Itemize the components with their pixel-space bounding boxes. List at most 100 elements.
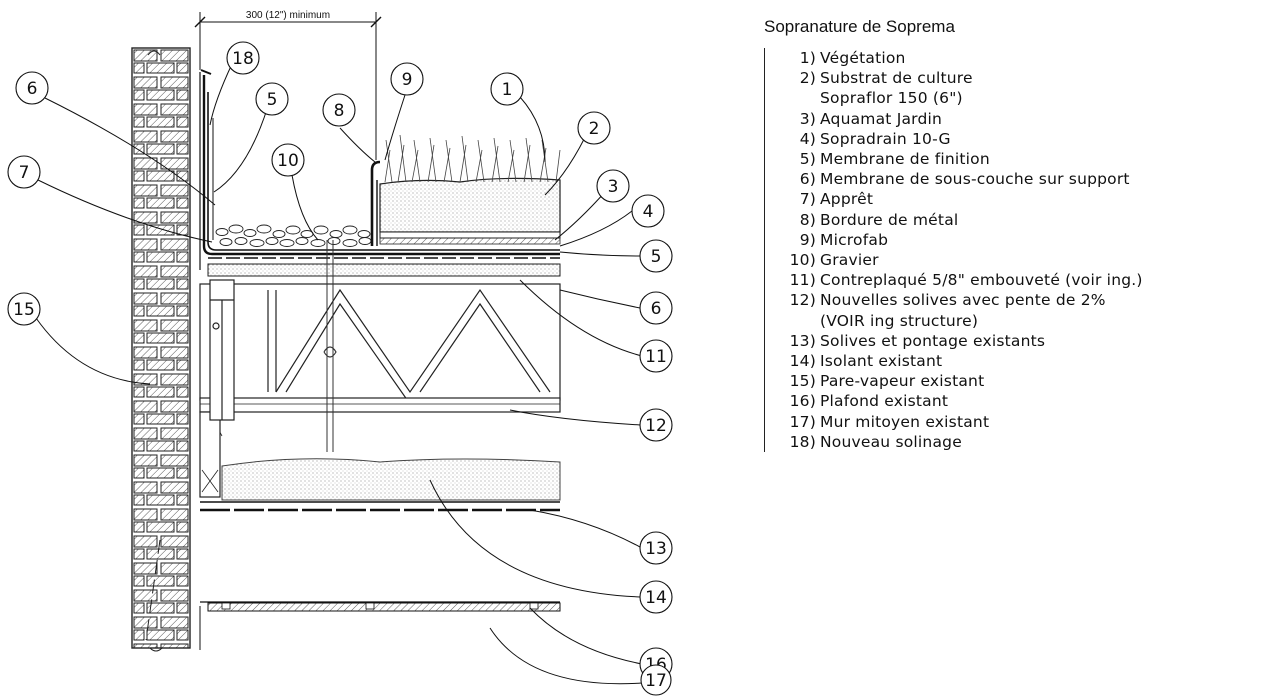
legend-item-text: Nouvelles solives avec pente de 2%(VOIR … [820,291,1106,330]
legend-item-number: 11) [789,271,816,290]
insulation [221,458,561,501]
legend-item: 8)Bordure de métal [774,210,1264,230]
legend-item-number: 2) [799,69,816,88]
svg-text:18: 18 [232,49,254,69]
callout-14: 14 [639,580,673,614]
callout-13: 13 [639,531,673,565]
callout-7: 7 [7,155,41,189]
svg-text:14: 14 [645,588,667,608]
legend-item-number: 14) [789,352,816,371]
svg-text:6: 6 [651,299,662,319]
callouts: 6 7 15 18 5 10 8 9 1 2 3 4 5 6 11 12 13 … [7,41,673,681]
svg-text:2: 2 [589,119,600,139]
legend-title: Sopranature de Soprema [764,17,955,36]
legend-item: 17)Mur mitoyen existant [774,412,1264,432]
legend-item-number: 1) [799,49,816,67]
legend-item-number: 13) [789,331,816,350]
legend-item: 9)Microfab [774,230,1264,250]
svg-text:3: 3 [608,177,619,197]
callout-6b: 6 [639,291,673,325]
gravel [215,224,372,247]
svg-text:11: 11 [645,347,667,367]
existing-deck [200,501,560,512]
callout-3: 3 [596,169,630,203]
legend-item-number: 5) [799,150,816,169]
callout-1: 1 [490,72,524,106]
leader-lines [35,63,643,685]
callout-6a: 6 [15,71,49,105]
party-wall [131,47,191,652]
dimension-line: 300 (12") minimum [194,10,382,160]
vegetation [384,134,561,183]
svg-text:9: 9 [402,70,413,90]
drain-pipe [323,240,337,452]
roof-deck [207,257,561,285]
legend-item-number: 12) [789,291,816,310]
metal-edge [370,160,381,246]
legend-item: 11)Contreplaqué 5/8" embouveté (voir ing… [774,270,1264,290]
dimension-label: 300 (12") minimum [246,10,330,21]
legend-item: 13)Solives et pontage existants [774,331,1264,351]
trusses [199,279,561,498]
legend-item-text: Aquamat Jardin [820,109,943,128]
callout-10: 10 [271,143,305,177]
svg-text:4: 4 [643,202,654,222]
callout-9: 9 [390,62,424,96]
svg-text:12: 12 [645,416,667,436]
wall-flashing [199,69,560,270]
callout-5b: 5 [639,239,673,273]
legend-item-text: Microfab [820,230,889,249]
legend-item-number: 9) [799,230,816,249]
legend-item-number: 15) [789,372,816,391]
callout-18: 18 [226,41,260,75]
legend-item-text: Solives et pontage existants [820,331,1046,350]
legend-item: 5)Membrane de finition [774,149,1264,169]
callout-17: 15 [7,292,41,326]
legend-item: 3)Aquamat Jardin [774,109,1264,129]
legend-item-text: Végétation [820,49,906,67]
legend-item-text: Contreplaqué 5/8" embouveté (voir ing.) [820,271,1143,290]
legend-item-number: 10) [789,251,816,270]
legend-item-text: Membrane de finition [820,150,990,169]
legend-item: 7)Apprêt [774,189,1264,209]
svg-text:5: 5 [267,90,278,110]
svg-text:1: 1 [502,80,513,100]
svg-text:5: 5 [651,247,662,267]
callout-15: 16 [639,647,673,681]
legend-item-number: 17) [789,412,816,431]
legend-item-text: Sopradrain 10-G [820,129,951,148]
legend-item: 10)Gravier [774,250,1264,270]
callout-5a: 5 [255,82,289,116]
growing-medium [379,177,561,245]
svg-text:13: 13 [645,539,667,559]
legend-item-number: 6) [799,170,816,189]
callout-11: 11 [639,339,673,373]
legend-item-text: Mur mitoyen existant [820,412,990,431]
legend-item-number: 7) [799,190,816,209]
legend-item: 16)Plafond existant [774,391,1264,411]
legend-item-text: Nouveau solinage [820,432,962,451]
callout-2: 2 [577,111,611,145]
legend-item-number: 8) [799,210,816,229]
legend-item-text: Plafond existant [820,392,949,411]
legend-item: 6)Membrane de sous-couche sur support [774,169,1264,189]
legend-item-number: 16) [789,392,816,411]
legend-item: 15)Pare-vapeur existant [774,371,1264,391]
svg-text:7: 7 [19,163,30,183]
legend-item: 12)Nouvelles solives avec pente de 2%(VO… [774,290,1264,330]
legend-item-number: 4) [799,129,816,148]
legend-item: 1)Végétation [774,48,1264,68]
ceiling [199,601,561,650]
legend-item-text: Gravier [820,251,879,270]
callout-8: 8 [322,93,356,127]
legend-item: 18)Nouveau solinage [774,432,1264,452]
legend-item-text: Membrane de sous-couche sur support [820,170,1130,189]
svg-text:15: 15 [13,300,35,320]
callout-4: 4 [631,194,665,228]
callout-12: 12 [639,408,673,442]
svg-text:8: 8 [334,101,345,121]
